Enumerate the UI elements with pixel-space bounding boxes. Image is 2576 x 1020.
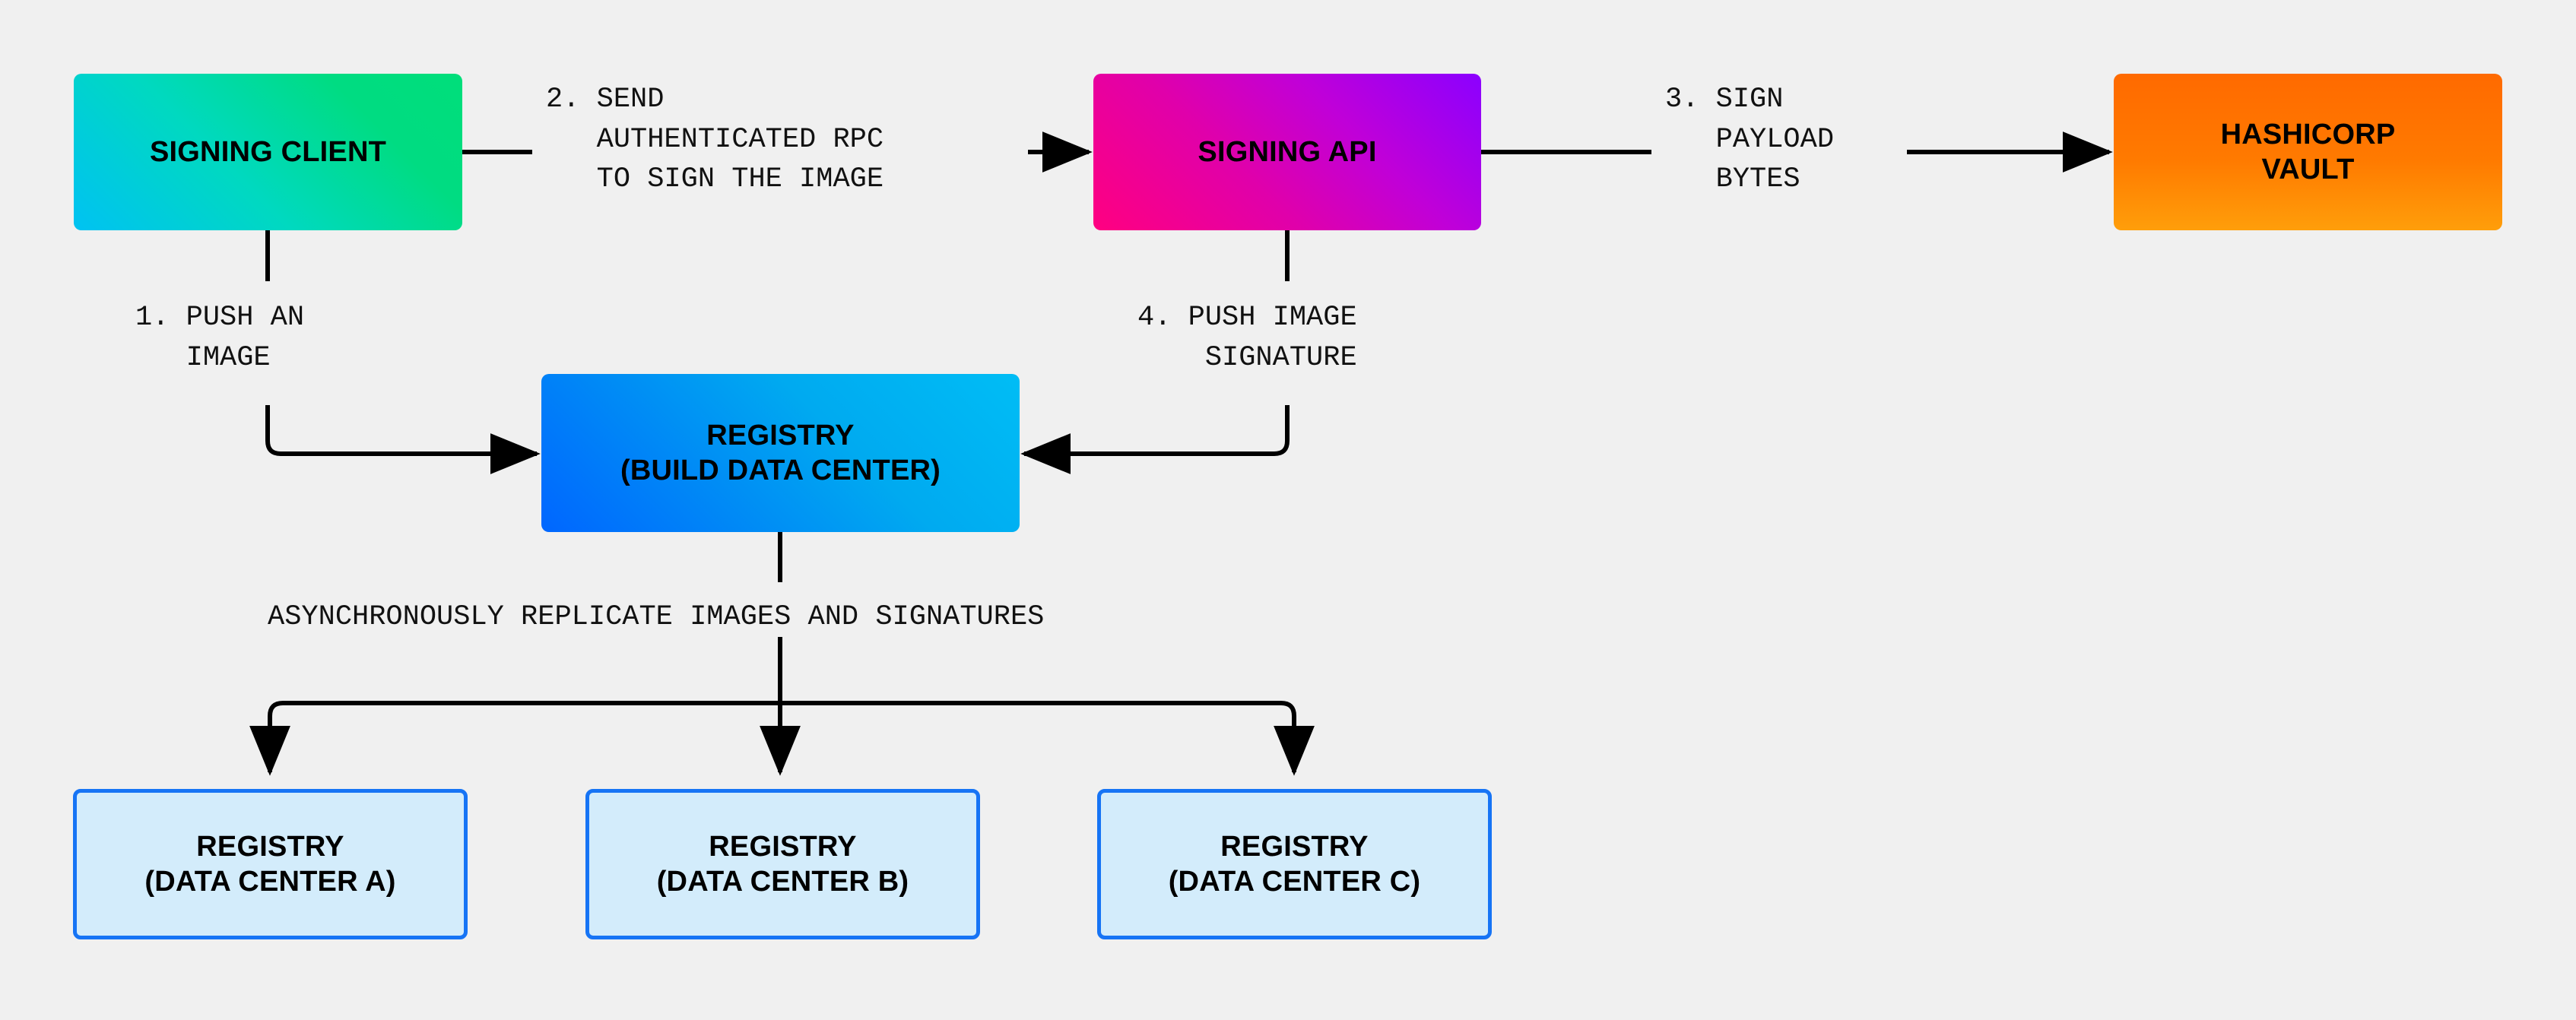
node-registry-data-center-a[interactable]: REGISTRY (DATA CENTER A)	[73, 789, 468, 939]
node-signing-client-label: SIGNING CLIENT	[149, 135, 387, 168]
node-registry-build-data-center[interactable]: REGISTRY (BUILD DATA CENTER)	[541, 374, 1020, 532]
node-registry-data-center-c[interactable]: REGISTRY (DATA CENTER C)	[1097, 789, 1492, 939]
edge-step-4-arrow	[1020, 405, 1290, 474]
node-signing-client[interactable]: SIGNING CLIENT	[74, 74, 462, 230]
node-hashicorp-vault-label: HASHICORP VAULT	[2220, 118, 2396, 185]
edge-label-replicate: ASYNCHRONOUSLY REPLICATE IMAGES AND SIGN…	[268, 601, 1045, 633]
edge-replicate-branch-left	[249, 701, 780, 776]
node-registry-build-label: REGISTRY (BUILD DATA CENTER)	[620, 419, 941, 486]
node-signing-api-label: SIGNING API	[1198, 135, 1377, 168]
node-registry-dc-a-label: REGISTRY (DATA CENTER A)	[144, 830, 396, 898]
node-signing-api[interactable]: SIGNING API	[1093, 74, 1481, 230]
node-registry-dc-c-label: REGISTRY (DATA CENTER C)	[1168, 830, 1421, 898]
node-registry-data-center-b[interactable]: REGISTRY (DATA CENTER B)	[585, 789, 980, 939]
edge-label-step-1: 1. PUSH AN IMAGE	[135, 302, 305, 374]
node-hashicorp-vault[interactable]: HASHICORP VAULT	[2114, 74, 2502, 230]
edge-label-step-4: 4. PUSH IMAGE SIGNATURE	[1137, 302, 1357, 374]
edge-label-step-2: 2. SEND AUTHENTICATED RPC TO SIGN THE IM…	[546, 84, 884, 196]
edge-replicate-branch-right	[780, 701, 1315, 776]
edge-step-1-arrow	[265, 405, 541, 474]
node-registry-dc-b-label: REGISTRY (DATA CENTER B)	[656, 830, 909, 898]
edge-label-step-3: 3. SIGN PAYLOAD BYTES	[1665, 84, 1835, 196]
